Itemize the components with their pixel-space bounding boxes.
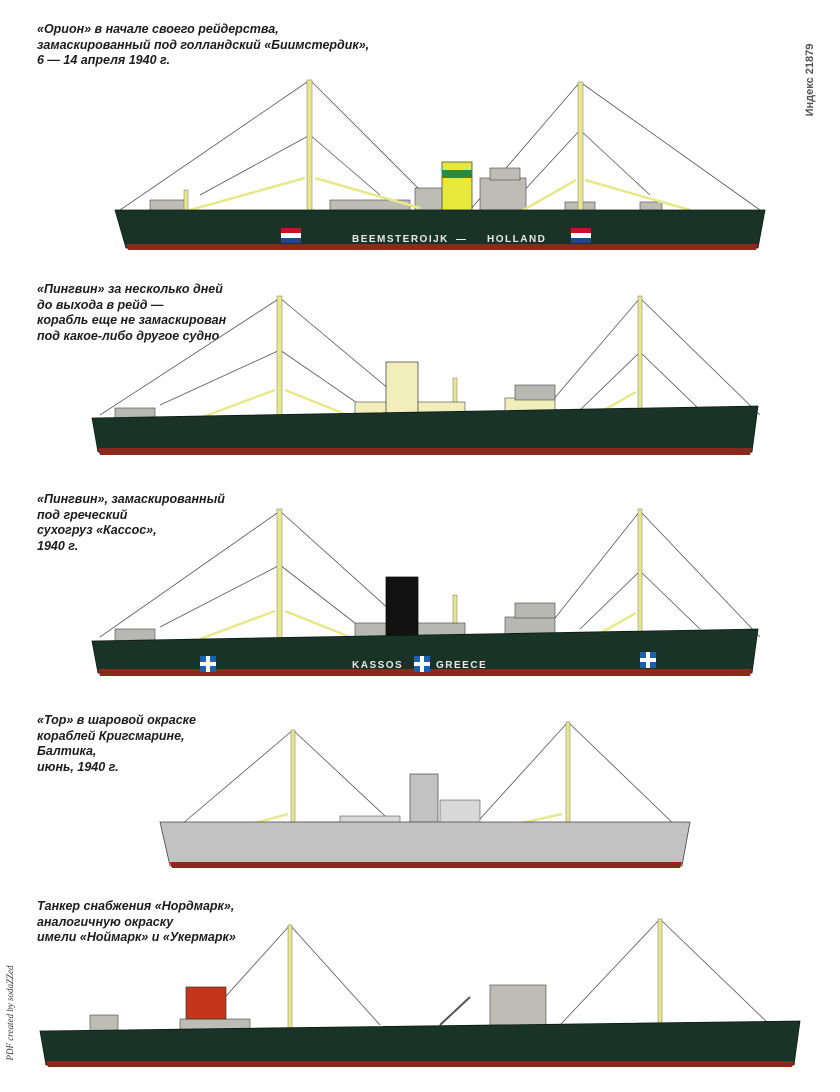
greek-flag-aft — [640, 652, 656, 668]
hull-kassos — [91, 628, 759, 674]
caption-pinguin-before: «Пингвин» за несколько дней до выхода в … — [37, 282, 227, 343]
caption-orion: «Орион» в начале своего рейдерства, зама… — [37, 22, 370, 67]
greek-flag-fore — [200, 656, 216, 672]
hull-name-beemsterdijk: BEEMSTEROIJK — [352, 234, 449, 245]
ship-thor-illustration — [159, 721, 691, 868]
ship-pinguin-illustration — [91, 295, 761, 455]
hull-thor — [159, 821, 691, 867]
caption-pinguin-kassos: «Пингвин», замаскированный под греческий… — [37, 492, 225, 553]
hull-nordmark — [39, 1020, 801, 1066]
dutch-flag-fore — [281, 228, 301, 243]
hull-country-greece: GREECE — [436, 660, 487, 671]
hull-pinguin — [91, 405, 759, 453]
caption-thor: «Тор» в шаровой окраске кораблей Кригсма… — [37, 713, 196, 774]
hull-orion — [114, 209, 766, 249]
funnel-kassos — [385, 576, 419, 642]
ship-kassos-illustration: KASSOS GREECE — [91, 508, 761, 676]
funnel-nordmark — [185, 986, 227, 1020]
hull-name-kassos: KASSOS — [352, 660, 403, 671]
dutch-flag-aft — [571, 228, 591, 243]
ship-nordmark-illustration — [39, 918, 801, 1067]
ship-orion-illustration: BEEMSTEROIJK — HOLLAND — [114, 79, 766, 250]
hull-dash: — — [456, 234, 468, 245]
greek-flag-mid — [414, 656, 430, 672]
funnel-pinguin — [385, 361, 419, 421]
caption-nordmark: Танкер снабжения «Нордмарк», аналогичную… — [37, 899, 236, 944]
funnel-orion — [441, 161, 473, 213]
hull-country-holland: HOLLAND — [487, 234, 546, 245]
